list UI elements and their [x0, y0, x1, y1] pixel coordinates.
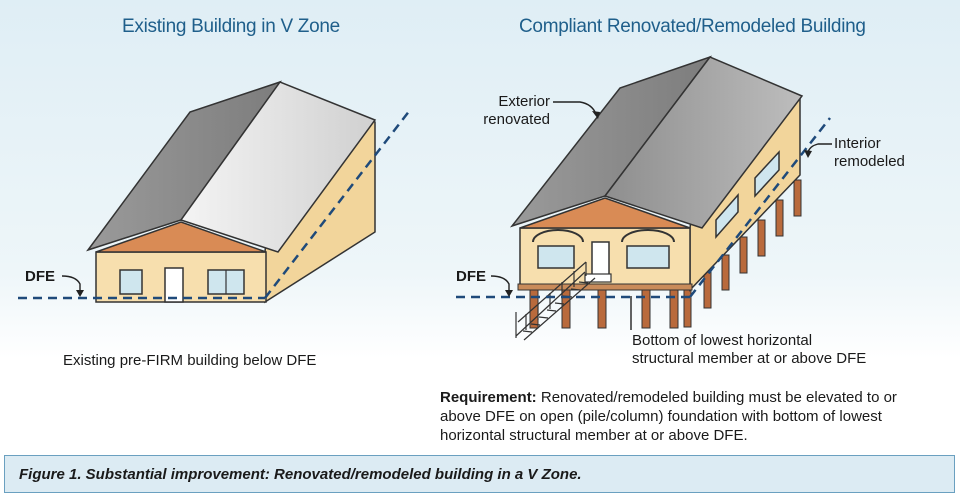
dfe-arrow-right: [490, 275, 510, 294]
compliant-building: [509, 55, 804, 341]
bottom-member-line2: structural member at or above DFE: [632, 350, 867, 367]
existing-window-right: [207, 269, 245, 295]
existing-door: [164, 267, 184, 303]
dfe-arrow-right-head: [505, 290, 513, 297]
side-piles: [683, 179, 802, 328]
exterior-label-line2: renovated: [483, 111, 550, 128]
compliant-gable: [519, 197, 691, 229]
dfe-arrow-left-head: [76, 290, 84, 297]
floor-beam: [517, 283, 693, 291]
existing-building: [86, 80, 377, 304]
compliant-roof-right: [603, 56, 804, 229]
existing-building-caption: Existing pre-FIRM building below DFE: [63, 352, 317, 369]
heading-existing-building: Existing Building in V Zone: [122, 16, 340, 37]
dfe-line-right: [456, 117, 831, 299]
bottom-member-line1: Bottom of lowest horizontal: [632, 332, 813, 349]
requirement-bold: Requirement:: [440, 389, 537, 406]
entry-stairs: [515, 261, 612, 341]
arched-window-right: [621, 229, 675, 269]
heading-compliant-building: Compliant Renovated/Remodeled Building: [519, 16, 866, 37]
interior-label-line1: Interior: [834, 135, 881, 152]
interior-leader: [807, 143, 832, 153]
requirement-text: Requirement: Renovated/remodeled buildin…: [440, 388, 940, 445]
interior-leader-head: [804, 150, 812, 158]
exterior-renovated-label: Exterior renovated: [483, 93, 550, 129]
front-piles: [529, 287, 679, 329]
bottom-member-label: Bottom of lowest horizontal structural m…: [632, 332, 932, 368]
dfe-arrow-left: [61, 275, 81, 294]
dfe-label-left: DFE: [25, 268, 55, 285]
exterior-leader-head: [592, 111, 600, 119]
compliant-door: [591, 241, 610, 277]
existing-window-left: [119, 269, 143, 295]
interior-label-line2: remodeled: [834, 153, 905, 170]
dfe-line-left: [18, 109, 411, 300]
figure-caption: Figure 1. Substantial improvement: Renov…: [19, 466, 582, 483]
requirement-body: Renovated/remodeled building must be ele…: [440, 389, 897, 444]
figure-caption-bar: Figure 1. Substantial improvement: Renov…: [4, 455, 955, 493]
exterior-label-line1: Exterior: [498, 93, 550, 110]
dfe-label-right: DFE: [456, 268, 486, 285]
side-windows: [715, 150, 780, 239]
exterior-leader: [553, 101, 597, 115]
interior-remodeled-label: Interior remodeled: [834, 135, 905, 171]
existing-gable: [95, 221, 267, 253]
arched-window-left: [532, 229, 584, 269]
existing-roof-right: [179, 81, 377, 253]
